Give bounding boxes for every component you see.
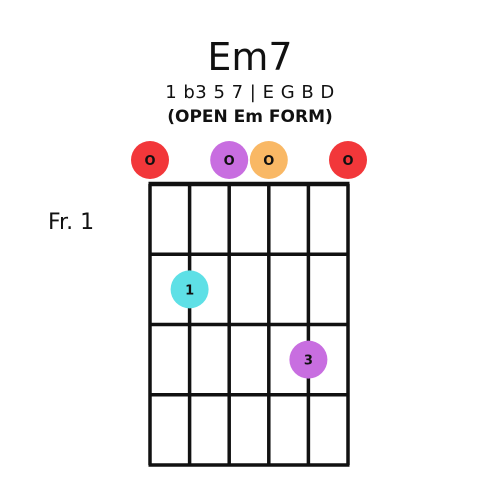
open-string-marker-6 [329,141,367,179]
chord-formula: 1 b3 5 7 | E G B D [165,82,335,103]
open-string-marker-3 [210,141,249,179]
open-string-label-6: O [342,154,353,169]
open-string-label-3: O [224,154,235,169]
chord-name: Em7 [207,35,293,79]
open-string-label-1: O [144,154,155,169]
finger-number-string-5: 3 [304,354,313,369]
chord-form: (OPEN Em FORM) [167,107,333,127]
open-string-marker-4 [249,141,288,179]
finger-number-string-2: 1 [185,283,194,298]
fret-position-label: Fr. 1 [48,210,95,235]
finger-dot-string-5 [289,340,328,379]
open-string-label-4: O [263,154,274,169]
open-string-marker-1 [131,141,169,179]
finger-dot-string-2 [170,270,209,309]
